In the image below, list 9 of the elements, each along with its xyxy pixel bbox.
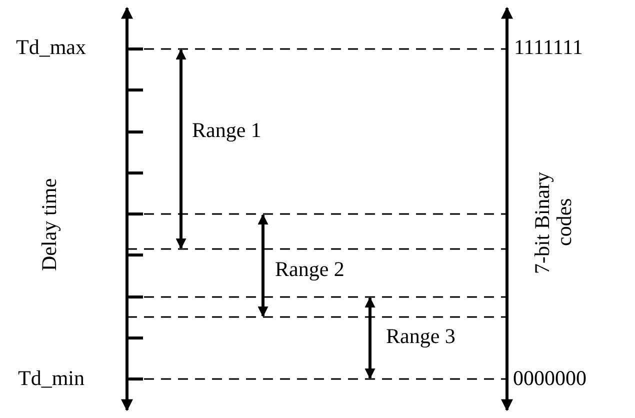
axis-min-label: Td_min xyxy=(18,368,84,389)
range-label: Range 3 xyxy=(386,326,456,347)
code-max-label: 1111111 xyxy=(514,37,583,58)
axis-title: Delay time xyxy=(38,178,60,274)
code-min-label: 0000000 xyxy=(513,368,586,389)
range-label: Range 1 xyxy=(192,120,262,141)
axis-max-label: Td_max xyxy=(16,37,86,58)
range-label: Range 2 xyxy=(275,259,344,280)
axis-title: 7-bit Binary codes xyxy=(531,170,576,276)
